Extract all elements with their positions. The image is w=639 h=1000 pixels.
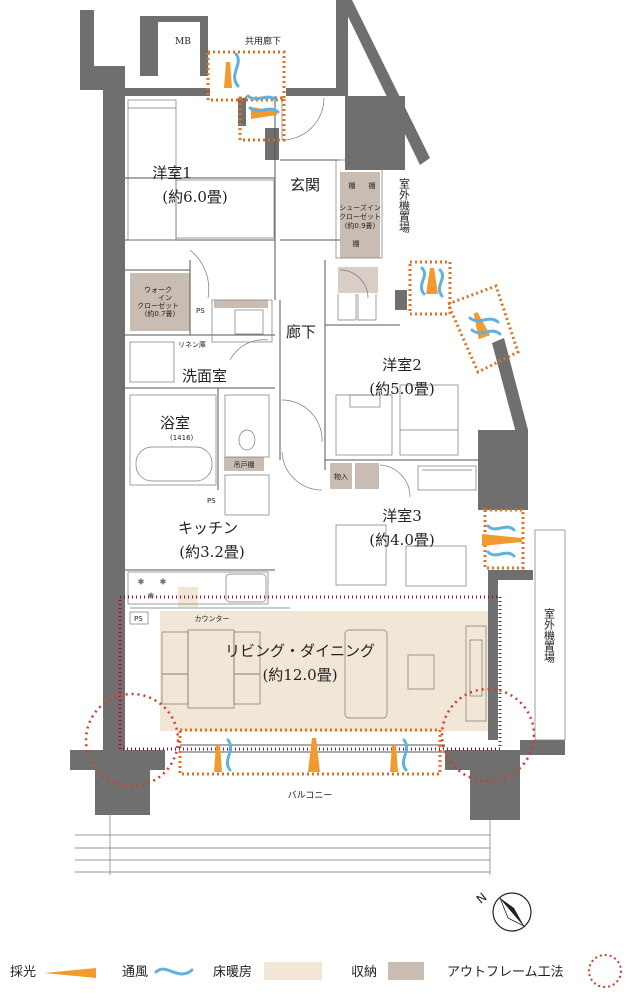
storage-areas	[130, 172, 380, 489]
label-western1: 洋室1	[152, 164, 192, 182]
label-balcony: バルコニー	[288, 790, 333, 801]
outframe-circles	[84, 687, 536, 788]
stove-icons: ✲ ✲ ✲	[138, 578, 167, 601]
label-ps2: PS	[207, 497, 216, 505]
label-shoes-closet: シューズイン	[339, 203, 381, 212]
label-shoes-closet2: クローゼット	[339, 212, 381, 221]
label-bath-size: (1416)	[170, 434, 194, 442]
floor-heating-living	[160, 611, 490, 731]
legend-storage-label: 収納	[351, 965, 377, 980]
label-shelf1: 棚	[349, 181, 356, 190]
storage-mono	[330, 463, 352, 489]
storage-shoes	[340, 172, 380, 258]
label-kitchen: キッチン	[178, 519, 238, 537]
legend: 採光 通風 床暖房 収納 アウトフレーム工法	[10, 954, 622, 988]
label-living-size: (約12.0畳)	[262, 666, 337, 684]
walls	[70, 0, 565, 820]
label-outdoor-unit1: 室外機置場	[398, 177, 411, 234]
label-shelf3: 棚	[353, 239, 360, 248]
svg-text:✲: ✲	[138, 578, 144, 586]
label-ps3: PS	[134, 615, 143, 623]
storage-bath-shelf	[224, 457, 264, 471]
label-walkin1: ウォーク	[144, 286, 172, 294]
living-boundary	[118, 595, 502, 751]
label-western2: 洋室2	[382, 356, 422, 374]
legend-light-icon	[44, 968, 96, 978]
label-walkin2: イン	[158, 294, 172, 302]
storage-hall	[338, 267, 378, 293]
label-living: リビング・ダイニング	[225, 642, 375, 660]
ventilation-waves	[225, 52, 516, 772]
legend-outframe-label: アウトフレーム工法	[447, 965, 564, 980]
label-storage: 物入	[334, 472, 348, 481]
label-kitchen-size: (約3.2畳)	[179, 543, 245, 561]
label-shoes-size: (約0.9畳)	[345, 221, 376, 230]
svg-text:✲: ✲	[148, 592, 154, 600]
room-labels: MB 共用廊下 洋室1 (約6.0畳) 玄関 棚 棚 シューズイン クローゼット…	[134, 35, 556, 801]
label-western3: 洋室3	[382, 507, 422, 525]
label-walkin3: クローゼット	[137, 301, 179, 310]
compass-icon: N	[474, 890, 532, 932]
compass-north-label: N	[474, 890, 490, 906]
storage-mono2	[355, 463, 379, 489]
label-western2-size: (約5.0畳)	[369, 380, 435, 398]
label-ps1: PS	[196, 307, 205, 315]
storage-linen	[214, 300, 268, 308]
label-western1-size: (約6.0畳)	[162, 188, 228, 206]
legend-floor-heating-label: 床暖房	[213, 964, 252, 980]
light-arrows	[214, 62, 522, 772]
legend-outframe-icon	[588, 954, 622, 988]
legend-storage-icon	[388, 962, 424, 980]
label-shelf2: 棚	[369, 181, 376, 190]
legend-floor-heating-icon	[264, 962, 322, 980]
label-outdoor-unit2: 室外機置場	[543, 607, 556, 664]
label-common-corridor: 共用廊下	[245, 35, 281, 47]
label-western3-size: (約4.0畳)	[369, 531, 435, 549]
label-linen: リネン庫	[178, 340, 206, 349]
label-bath: 浴室	[160, 414, 190, 432]
label-washroom: 洗面室	[182, 367, 227, 385]
svg-text:✲: ✲	[160, 578, 166, 586]
storage-walkin	[130, 273, 190, 331]
label-entrance: 玄関	[290, 176, 320, 194]
legend-ventilation-label: 通風	[122, 965, 148, 980]
floor-heating-areas	[160, 587, 490, 731]
label-hallway: 廊下	[286, 323, 316, 341]
label-shelf4: 吊戸棚	[234, 460, 255, 469]
label-mb: MB	[175, 37, 191, 47]
label-walkin-size: (約0.7畳)	[145, 309, 176, 318]
legend-light-label: 採光	[10, 965, 36, 980]
legend-ventilation-icon	[154, 967, 194, 976]
label-counter: カウンター	[195, 614, 230, 623]
